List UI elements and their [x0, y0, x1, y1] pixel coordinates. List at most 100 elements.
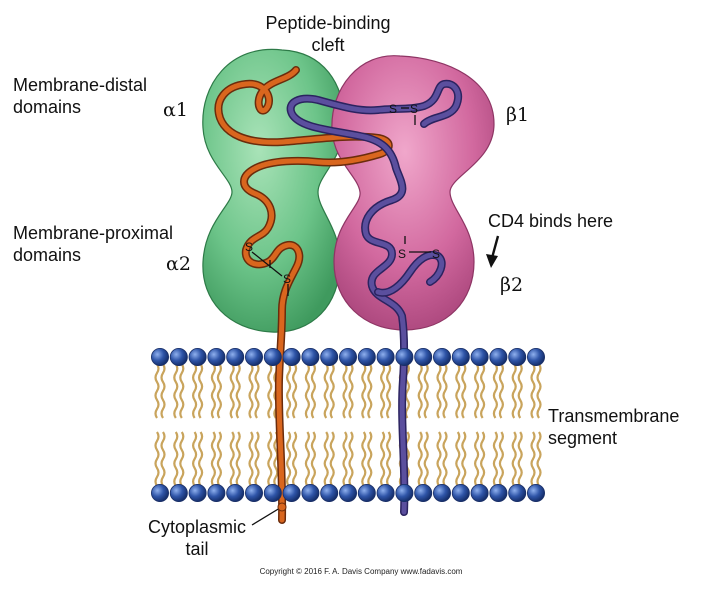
- lipid-tail: [286, 363, 292, 419]
- lipid-tail: [198, 431, 204, 487]
- beta2-disulfide-bond: S S: [398, 236, 440, 261]
- lipid-tail: [386, 363, 392, 419]
- lipid-head: [301, 347, 320, 366]
- lipid-tail: [417, 363, 423, 419]
- lipid-tail: [342, 363, 348, 419]
- lipid-tail: [474, 431, 480, 487]
- lipid-head: [527, 483, 546, 502]
- lipid-tail: [342, 431, 348, 487]
- lipid-tail: [367, 363, 373, 419]
- lipid-head: [489, 347, 508, 366]
- lipid-tail: [310, 363, 316, 419]
- lipid-tail: [480, 431, 486, 487]
- lipid-tail: [417, 431, 423, 487]
- cd4-arrow-icon: [486, 235, 500, 268]
- lipid-tail: [179, 363, 185, 419]
- lipid-tail: [436, 431, 442, 487]
- beta2-label: β2: [500, 274, 524, 296]
- lipid-tail: [530, 431, 536, 487]
- lipid-head: [207, 483, 226, 502]
- lipid-tail: [436, 363, 442, 419]
- lipid-tail: [323, 431, 329, 487]
- lipid-head: [207, 347, 226, 366]
- lipid-tail: [173, 431, 179, 487]
- membrane-proximal-label: Membrane-proximal domains: [13, 223, 174, 265]
- lipid-tail: [461, 431, 467, 487]
- disulfide-s-label: S: [410, 102, 418, 116]
- lipid-tail: [329, 431, 335, 487]
- lipid-tail: [286, 431, 292, 487]
- lipid-head: [489, 483, 508, 502]
- lipid-tail: [235, 363, 241, 419]
- lipid-tail: [235, 431, 241, 487]
- lipid-head: [282, 347, 301, 366]
- lipid-head: [470, 483, 489, 502]
- lipid-tail: [267, 431, 273, 487]
- lipid-head: [414, 483, 433, 502]
- lipid-head: [226, 483, 245, 502]
- lipid-tail: [198, 363, 204, 419]
- lipid-head: [244, 483, 263, 502]
- lipid-tail: [160, 363, 166, 419]
- lipid-tail: [310, 431, 316, 487]
- lipid-head: [376, 483, 395, 502]
- lipid-tail: [361, 363, 367, 419]
- lipid-tail: [536, 431, 542, 487]
- lipid-head: [169, 347, 188, 366]
- lipid-head: [169, 483, 188, 502]
- lipid-tail: [492, 431, 498, 487]
- lipid-head: [282, 483, 301, 502]
- lipid-head: [451, 347, 470, 366]
- lipid-head: [263, 347, 282, 366]
- lipid-tail: [474, 363, 480, 419]
- lipid-tail: [292, 363, 298, 419]
- lipid-tail: [480, 363, 486, 419]
- lipid-head: [263, 483, 282, 502]
- alpha-chain: [214, 66, 393, 524]
- lipid-tail: [361, 431, 367, 487]
- lipid-tail: [210, 431, 216, 487]
- lipid-tail: [442, 431, 448, 487]
- lipid-head: [338, 347, 357, 366]
- lipid-tail: [517, 431, 523, 487]
- cd4-binding-label: CD4 binds here: [488, 211, 614, 231]
- lipid-tail: [348, 431, 354, 487]
- lipid-tail: [323, 363, 329, 419]
- lipid-head: [320, 483, 339, 502]
- lipid-head: [338, 483, 357, 502]
- lipid-tails: [154, 363, 542, 487]
- lipid-tail: [229, 431, 235, 487]
- lipid-tail: [461, 363, 467, 419]
- lipid-head: [432, 483, 451, 502]
- lipid-tail: [216, 431, 222, 487]
- lipid-tail: [173, 363, 179, 419]
- beta1-disulfide-bond: S S: [389, 102, 418, 125]
- lipid-tail: [329, 363, 335, 419]
- lipid-tail: [254, 363, 260, 419]
- lipid-head: [357, 483, 376, 502]
- lipid-tail: [304, 431, 310, 487]
- lipid-head: [301, 483, 320, 502]
- lipid-head: [376, 347, 395, 366]
- lipid-tail: [348, 363, 354, 419]
- lipid-tail: [192, 431, 198, 487]
- lipid-head: [451, 483, 470, 502]
- lipid-tail: [248, 431, 254, 487]
- lipid-head: [470, 347, 489, 366]
- lipid-tail: [442, 363, 448, 419]
- lipid-head: [432, 347, 451, 366]
- lipid-tail: [154, 363, 160, 419]
- lipid-tail: [455, 363, 461, 419]
- lipid-tail: [530, 363, 536, 419]
- lipid-head: [188, 347, 207, 366]
- lipid-tail: [248, 363, 254, 419]
- lipid-tail: [267, 363, 273, 419]
- lipid-tail: [229, 363, 235, 419]
- lipid-tail: [216, 363, 222, 419]
- transmembrane-label: Transmembrane segment: [548, 406, 680, 448]
- lipid-tail: [273, 431, 279, 487]
- disulfide-s-label: S: [283, 272, 291, 286]
- beta-domain-shape: [331, 55, 495, 331]
- alpha1-label: α1: [163, 99, 188, 121]
